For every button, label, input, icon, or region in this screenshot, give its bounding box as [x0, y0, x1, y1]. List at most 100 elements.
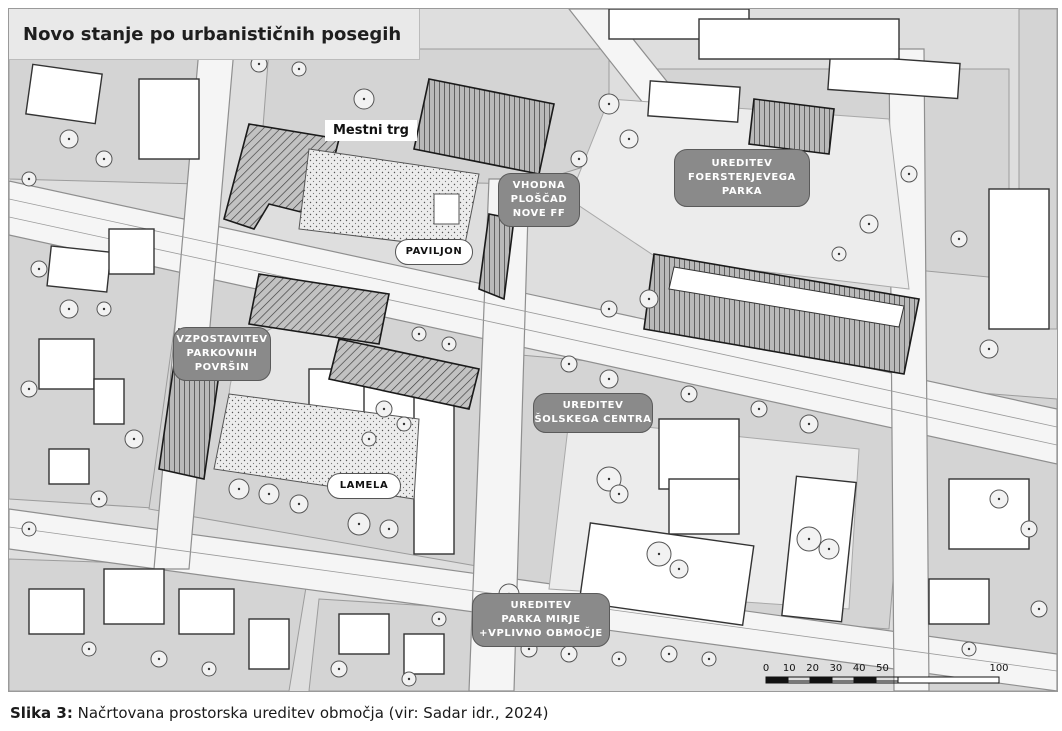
scale-tick-label: 10 [782, 663, 796, 674]
tree-trunk-dot [567, 362, 571, 366]
label-parkovne-povrsine: VZPOSTAVITEV PARKOVNIH POVRŠIN [173, 327, 271, 381]
label-solski-center: UREDITEV ŠOLSKEGA CENTRA [533, 393, 653, 433]
building [248, 618, 290, 670]
building [46, 245, 112, 293]
building [48, 448, 90, 485]
tree-trunk-dot [607, 477, 611, 481]
tree-trunk-dot [402, 422, 406, 426]
tree-trunk-dot [607, 377, 611, 381]
tree-trunk-dot [237, 487, 241, 491]
tree-trunk-dot [687, 392, 691, 396]
tree-trunk-dot [757, 407, 761, 411]
tree-trunk-dot [297, 67, 301, 71]
tree-trunk-dot [27, 177, 31, 181]
building [578, 522, 755, 626]
tree-trunk-dot [87, 647, 91, 651]
label-mestni-trg: Mestni trg [325, 120, 417, 141]
tree-trunk-dot [527, 647, 531, 651]
building [698, 18, 900, 60]
scale-tick-label: 100 [989, 663, 1009, 674]
tree-trunk-dot [257, 62, 261, 66]
scale-tick-label: 30 [829, 663, 843, 674]
site-plan-map: Novo stanje po urbanističnih posegih Mes… [8, 8, 1058, 692]
tree-trunk-dot [447, 342, 451, 346]
tree-trunk-dot [627, 137, 631, 141]
tree-trunk-dot [907, 172, 911, 176]
tree-trunk-dot [27, 387, 31, 391]
tree-trunk-dot [827, 547, 831, 551]
tree-trunk-dot [1037, 607, 1041, 611]
tree-trunk-dot [667, 652, 671, 656]
tree-trunk-dot [102, 307, 106, 311]
building [988, 188, 1050, 330]
lamela-plaza [213, 393, 420, 500]
caption-prefix: Slika 3: [10, 704, 73, 722]
building [658, 418, 740, 490]
tree-trunk-dot [607, 102, 611, 106]
building [668, 478, 740, 535]
tree-trunk-dot [657, 552, 661, 556]
tree-trunk-dot [367, 437, 371, 441]
caption-text: Načrtovana prostorska ureditev območja (… [72, 704, 549, 722]
tree-trunk-dot [417, 332, 421, 336]
label-paviljon: PAVILJON [395, 239, 473, 265]
tree-trunk-dot [387, 527, 391, 531]
tree-trunk-dot [67, 307, 71, 311]
building [413, 393, 455, 555]
tree-trunk-dot [707, 657, 711, 661]
tree-trunk-dot [337, 667, 341, 671]
tree-trunk-dot [67, 137, 71, 141]
tree-trunk-dot [577, 157, 581, 161]
tree-trunk-dot [97, 497, 101, 501]
tree-trunk-dot [132, 437, 136, 441]
site-plan-drawing [9, 9, 1057, 691]
tree-trunk-dot [807, 537, 811, 541]
building [108, 228, 155, 275]
label-park-mirje: UREDITEV PARKA MIRJE +VPLIVNO OBMOČJE [472, 593, 610, 647]
scale-tick-label: 20 [806, 663, 819, 674]
tree-trunk-dot [382, 407, 386, 411]
tree-trunk-dot [867, 222, 871, 226]
long-building-roof [668, 266, 905, 328]
building [28, 588, 85, 635]
block-s [308, 598, 480, 691]
building [928, 578, 990, 625]
tree-trunk-dot [617, 492, 621, 496]
tree-trunk-dot [997, 497, 1001, 501]
tree-trunk-dot [437, 617, 441, 621]
building [338, 613, 390, 655]
plaza-kiosk [433, 193, 460, 225]
building [948, 478, 1030, 550]
tree-trunk-dot [837, 252, 841, 256]
label-foersterjev-park: UREDITEV FOERSTERJEVEGA PARKA [674, 149, 810, 207]
tree-trunk-dot [157, 657, 161, 661]
figure-caption: Slika 3: Načrtovana prostorska ureditev … [10, 704, 548, 722]
tree-trunk-dot [987, 347, 991, 351]
tree-trunk-dot [267, 492, 271, 496]
building [138, 78, 200, 160]
tree-trunk-dot [357, 522, 361, 526]
ff-wing-north [248, 273, 390, 345]
trees [20, 55, 1048, 687]
tree-trunk-dot [37, 267, 41, 271]
building [25, 63, 103, 125]
building [103, 568, 165, 625]
map-title: Novo stanje po urbanističnih posegih [9, 9, 421, 60]
scale-tick-label: 0 [762, 663, 770, 674]
label-lamela: LAMELA [327, 473, 401, 499]
building [38, 338, 95, 390]
scale-tick-label: 40 [852, 663, 866, 674]
tree-trunk-dot [967, 647, 971, 651]
tree-trunk-dot [647, 297, 651, 301]
tree-trunk-dot [807, 422, 811, 426]
tree-trunk-dot [1027, 527, 1031, 531]
plazas [213, 148, 480, 500]
tree-trunk-dot [362, 97, 366, 101]
foerster-north-building [748, 98, 835, 155]
tree-trunk-dot [27, 527, 31, 531]
tree-trunk-dot [297, 502, 301, 506]
ff-wing-diagonal [328, 338, 480, 410]
tree-trunk-dot [407, 677, 411, 681]
tree-trunk-dot [607, 307, 611, 311]
tree-trunk-dot [567, 652, 571, 656]
